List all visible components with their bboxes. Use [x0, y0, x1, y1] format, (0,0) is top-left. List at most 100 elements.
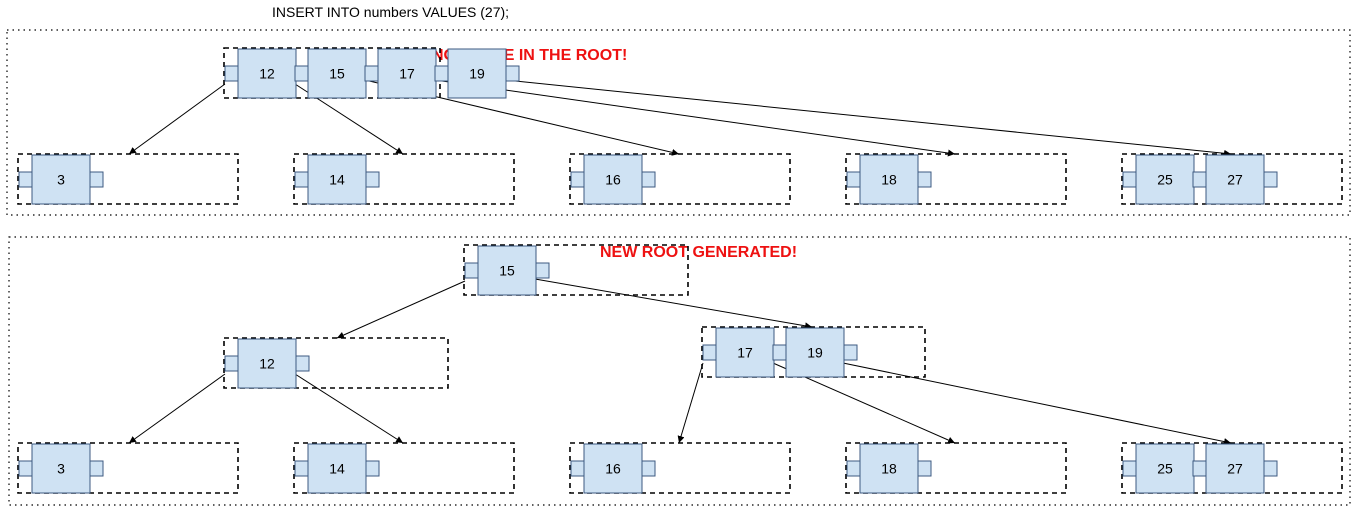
- pointer-stub: [364, 65, 379, 82]
- key-cell: [237, 338, 297, 389]
- node-frame: [17, 153, 239, 205]
- after-internal-node: 12: [223, 337, 449, 389]
- key-label: 14: [329, 172, 345, 188]
- before-leaf-node: 18: [845, 153, 1067, 205]
- pointer-stub: [295, 355, 310, 372]
- before-leaf-node: 16: [569, 153, 791, 205]
- key-label: 15: [499, 263, 515, 279]
- pointer-stub: [18, 460, 33, 477]
- key-label: 18: [881, 172, 897, 188]
- pointer-stub: [294, 65, 309, 82]
- key-label: 16: [605, 172, 621, 188]
- key-label: 17: [399, 66, 415, 82]
- node-frame: [223, 337, 449, 389]
- after-leaf-node: 18: [845, 442, 1067, 494]
- key-label: 25: [1157, 172, 1173, 188]
- key-label: 27: [1227, 461, 1243, 477]
- key-cell: [859, 154, 919, 205]
- pointer-stub: [570, 171, 585, 188]
- pointer-stub: [18, 171, 33, 188]
- child-pointer-edge: [336, 280, 466, 339]
- key-label: 19: [469, 66, 485, 82]
- pointer-stub: [434, 65, 449, 82]
- node-frame: [463, 244, 689, 296]
- key-cell: [715, 327, 775, 378]
- key-label: 12: [259, 66, 275, 82]
- key-cell: [1135, 154, 1195, 205]
- before-leaf-node: 14: [293, 153, 515, 205]
- before-leaf-node: 25 27: [1121, 153, 1343, 205]
- child-pointer-edge: [677, 362, 704, 444]
- key-cell: [1205, 443, 1265, 494]
- key-cell: [785, 327, 845, 378]
- key-label: 19: [807, 345, 823, 361]
- after-leaf-node: 16: [569, 442, 791, 494]
- key-label: 3: [57, 461, 65, 477]
- pointer-stub: [1263, 171, 1278, 188]
- pointer-stub: [1192, 171, 1207, 188]
- pointer-stub: [89, 460, 104, 477]
- key-label: 27: [1227, 172, 1243, 188]
- child-pointer-edge: [842, 362, 1232, 446]
- pointer-stub: [464, 262, 479, 279]
- key-label: 3: [57, 172, 65, 188]
- after-leaf-node: 14: [293, 442, 515, 494]
- pointer-stub: [1263, 460, 1278, 477]
- before-leaf-node: 3: [17, 153, 239, 205]
- key-cell: [1135, 443, 1195, 494]
- key-label: 18: [881, 461, 897, 477]
- before-root-node: 12 15 17 19: [223, 47, 520, 99]
- pointer-stub: [294, 460, 309, 477]
- child-pointer-edge: [128, 373, 226, 444]
- key-cell: [859, 443, 919, 494]
- pointer-stub: [641, 460, 656, 477]
- key-cell: [307, 48, 367, 99]
- key-cell: [31, 154, 91, 205]
- key-label: 14: [329, 461, 345, 477]
- pointer-stub: [772, 344, 787, 361]
- key-cell: [31, 443, 91, 494]
- after-panel: [8, 236, 1351, 506]
- node-frame: [569, 153, 791, 205]
- key-cell: [307, 154, 367, 205]
- pointer-stub: [224, 355, 239, 372]
- pointer-stub: [846, 460, 861, 477]
- key-cell: [477, 245, 537, 296]
- child-pointer-edge: [434, 79, 956, 157]
- key-label: 15: [329, 66, 345, 82]
- pointer-stub: [702, 344, 717, 361]
- pointer-stub: [843, 344, 858, 361]
- child-pointer-edge: [128, 83, 226, 155]
- before-panel: [6, 29, 1351, 216]
- key-cell: [307, 443, 367, 494]
- pointer-stub: [917, 171, 932, 188]
- key-cell: [583, 154, 643, 205]
- pointer-stub: [1122, 171, 1137, 188]
- pointer-stub: [224, 65, 239, 82]
- node-frame: [569, 442, 791, 494]
- key-cell: [377, 48, 437, 99]
- pointer-stub: [535, 262, 550, 279]
- node-frame: [17, 442, 239, 494]
- pointer-stub: [641, 171, 656, 188]
- child-pointer-edge: [504, 79, 1232, 157]
- node-frame: [845, 442, 1067, 494]
- new-root-alert: NEW ROOT GENERATED!: [600, 244, 798, 261]
- key-label: 17: [737, 345, 753, 361]
- after-root-node: 15: [463, 244, 689, 296]
- node-frame: [701, 326, 926, 378]
- child-pointer-edge: [294, 373, 404, 444]
- pointer-stub: [1122, 460, 1137, 477]
- pointer-stub: [294, 171, 309, 188]
- pointer-stub: [917, 460, 932, 477]
- pointer-stub: [570, 460, 585, 477]
- pointer-stub: [846, 171, 861, 188]
- pointer-stub: [1192, 460, 1207, 477]
- node-frame: [293, 442, 515, 494]
- node-frame: [293, 153, 515, 205]
- child-pointer-edge: [534, 278, 813, 330]
- key-cell: [1205, 154, 1265, 205]
- sql-statement: INSERT INTO numbers VALUES (27);: [272, 4, 510, 20]
